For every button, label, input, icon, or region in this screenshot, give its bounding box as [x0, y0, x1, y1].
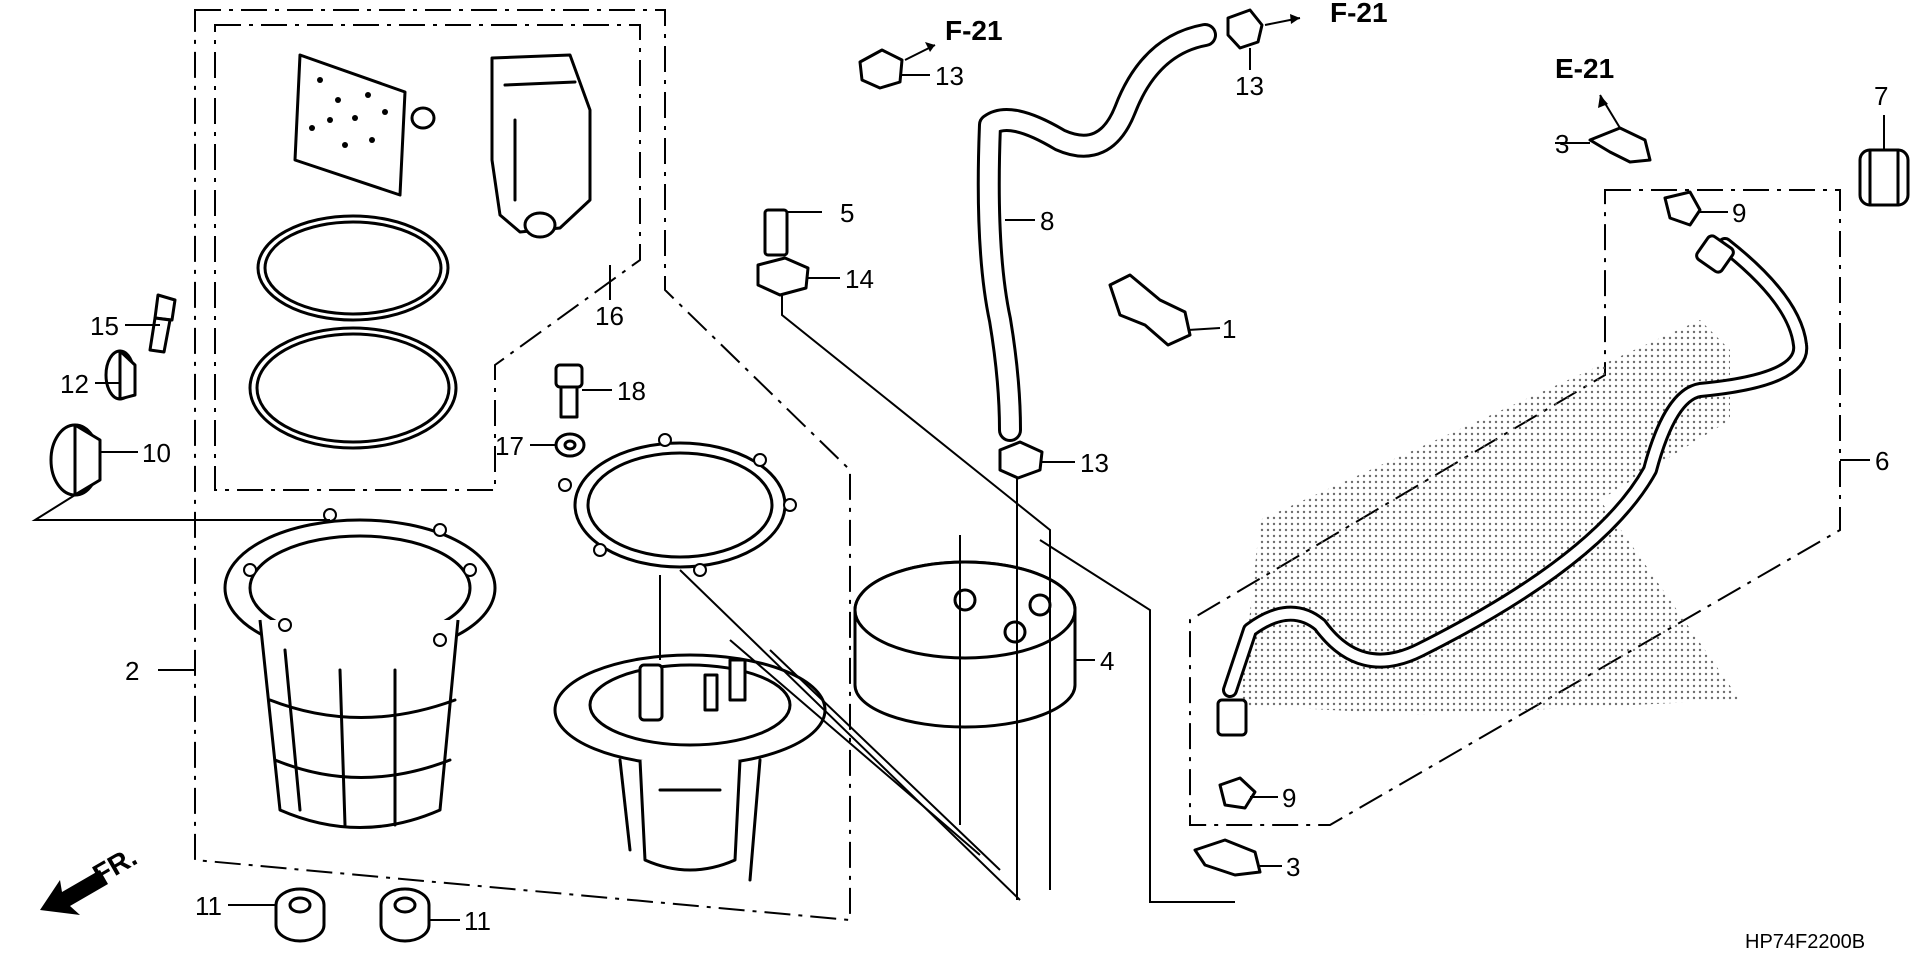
part-label-12: 12 — [60, 369, 89, 399]
grommet-7 — [1858, 148, 1910, 207]
clamp-1 — [1108, 273, 1192, 347]
reference-e21: E-21 — [1555, 53, 1614, 84]
front-direction-arrow: FR. — [40, 841, 142, 915]
part-label-10: 10 — [142, 438, 171, 468]
pump-cover-4 — [853, 560, 1077, 729]
part-label-9b: 9 — [1282, 783, 1296, 813]
clamp-13a — [858, 48, 904, 90]
part-label-15: 15 — [90, 311, 119, 341]
part-label-5: 5 — [840, 198, 854, 228]
clip-9a — [1663, 190, 1702, 227]
bolt-18 — [554, 363, 584, 419]
part-label-11b: 11 — [464, 906, 491, 936]
part-label-16: 16 — [595, 301, 624, 331]
group-outline-16 — [214, 24, 641, 491]
clamp-13c — [998, 440, 1044, 480]
part-label-8: 8 — [1040, 206, 1054, 236]
collar-12 — [104, 349, 137, 401]
fuel-line-6 — [1216, 234, 1809, 737]
filter-kit-16 — [248, 53, 592, 450]
clip-3a — [1588, 126, 1652, 164]
part-label-6: 6 — [1875, 446, 1889, 476]
reference-f21-left: F-21 — [945, 15, 1003, 46]
cushion-11a — [274, 887, 326, 943]
part-label-3a: 3 — [1555, 129, 1569, 159]
clamp-13b — [1226, 8, 1264, 50]
part-label-1: 1 — [1222, 314, 1236, 344]
pump-gasket — [558, 433, 797, 577]
hose-8 — [976, 23, 1217, 442]
part-label-4: 4 — [1100, 646, 1114, 676]
part-label-7: 7 — [1874, 81, 1888, 111]
fuel-tank-housing-2 — [223, 508, 497, 829]
leader-lines — [31, 14, 1885, 921]
cushion-10 — [49, 423, 102, 497]
part-label-2: 2 — [125, 656, 139, 686]
bolt-15 — [148, 293, 177, 354]
part-label-14: 14 — [845, 264, 874, 294]
part-label-9a: 9 — [1732, 198, 1746, 228]
hose-5 — [763, 67, 863, 257]
reference-f21-right: F-21 — [1330, 0, 1388, 28]
cushion-11b — [379, 887, 431, 943]
part-label-13c: 13 — [1080, 448, 1109, 478]
brand-watermark — [1240, 320, 1740, 715]
part-label-18: 18 — [617, 376, 646, 406]
clip-9b — [1218, 776, 1257, 810]
diagram-code: HP74F2200B — [1745, 931, 1865, 953]
part-label-13a: 13 — [935, 61, 964, 91]
part-label-3b: 3 — [1286, 852, 1300, 882]
clamp-14 — [756, 256, 810, 297]
fuel-pump-assembly — [553, 653, 827, 882]
part-label-13b: 13 — [1235, 71, 1264, 101]
part-label-11a: 11 — [195, 891, 222, 921]
washer-17 — [554, 432, 586, 458]
clip-3b — [1193, 838, 1262, 877]
part-label-17: 17 — [495, 431, 524, 461]
group-outline-2 — [194, 9, 851, 922]
